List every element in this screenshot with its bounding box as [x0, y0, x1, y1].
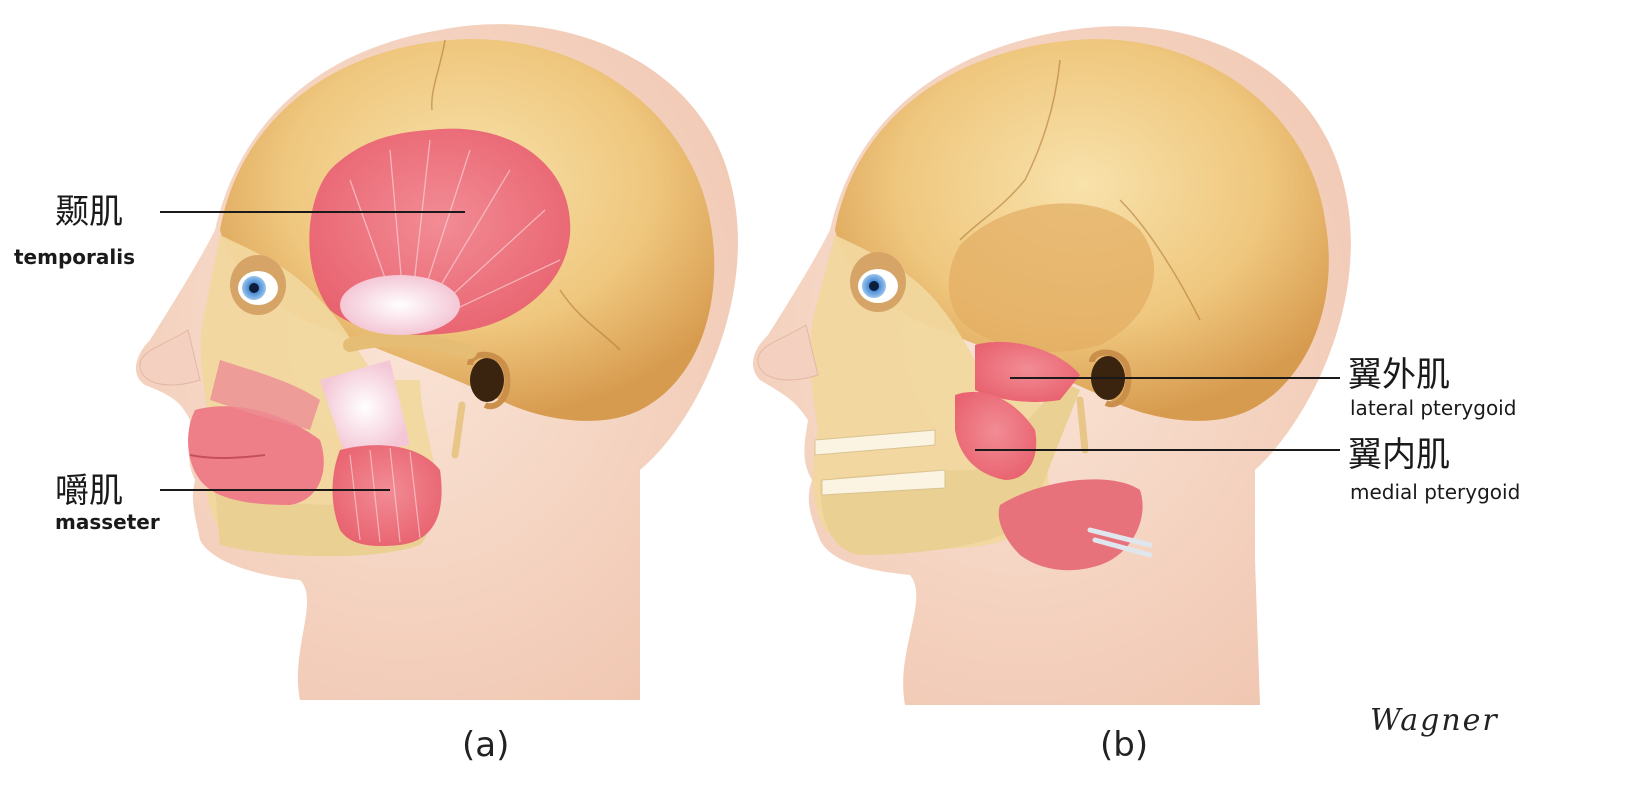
masseter-muscle-a	[333, 445, 442, 546]
head-a	[136, 24, 738, 700]
artist-signature: Wagner	[1370, 706, 1499, 736]
panel-b-label: (b)	[1100, 728, 1148, 762]
masseter-label-zh: 嚼肌	[55, 474, 123, 508]
styloid-b	[1080, 400, 1085, 450]
medial-pterygoid-label-en: medial pterygoid	[1350, 482, 1520, 502]
pupil-a	[249, 283, 259, 293]
panel-a-label: (a)	[462, 728, 509, 762]
temporalis-label-zh: 颞肌	[55, 195, 123, 229]
pupil-b	[869, 281, 879, 291]
ear-canal-a	[470, 358, 504, 402]
temporalis-label-en: temporalis	[14, 247, 135, 267]
lateral-pterygoid-label-zh: 翼外肌	[1348, 358, 1450, 392]
medial-pterygoid-label-zh: 翼内肌	[1348, 438, 1450, 472]
lateral-pterygoid-label-en: lateral pterygoid	[1350, 398, 1516, 418]
masseter-label-en: masseter	[55, 512, 160, 532]
temporalis-tendon-a	[340, 275, 460, 335]
head-b	[753, 26, 1351, 705]
